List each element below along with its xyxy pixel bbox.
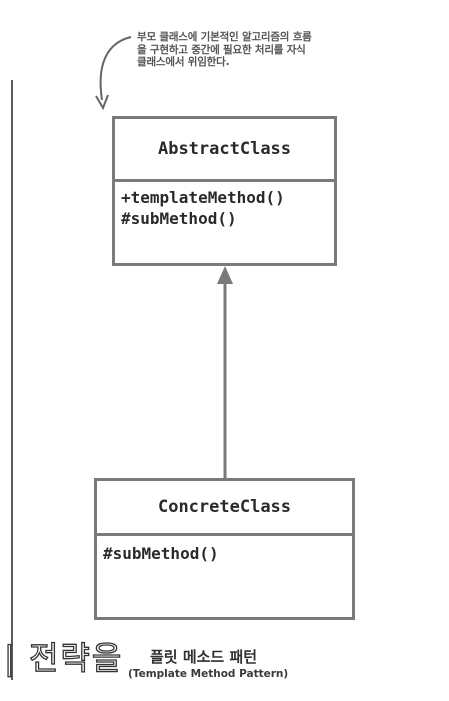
annotation-note: 부모 클래스에 기본적인 알고리즘의 흐름 을 구현하고 중간에 필요한 처리를… <box>137 31 407 69</box>
annotation-arrow <box>99 36 132 101</box>
caption-title: 플릿 메소드 패턴 <box>150 648 258 666</box>
abstract-class-methods: +templateMethod() #subMethod() <box>115 182 334 229</box>
caption-subtitle: (Template Method Pattern) <box>128 668 289 680</box>
concrete-class-methods: #subMethod() <box>97 536 352 564</box>
concrete-class-name: ConcreteClass <box>97 481 352 536</box>
abstract-class-box: AbstractClass +templateMethod() #subMeth… <box>112 116 337 266</box>
concrete-method-sub: #subMethod() <box>103 544 219 563</box>
annotation-line-1: 부모 클래스에 기본적인 알고리즘의 흐름 <box>137 31 312 43</box>
abstract-method-sub: #subMethod() <box>121 209 237 228</box>
figure-caption: 플릿 메소드 패턴 | 전략을 (Template Method Pattern… <box>0 632 449 692</box>
annotation-arrowhead <box>95 94 109 111</box>
left-margin-rule <box>11 80 13 680</box>
abstract-method-template: +templateMethod() <box>121 188 285 207</box>
abstract-class-name: AbstractClass <box>115 119 334 182</box>
inheritance-arrowhead <box>217 266 233 284</box>
concrete-class-box: ConcreteClass #subMethod() <box>94 478 355 620</box>
caption-overlay-text: | 전략을 <box>3 639 124 677</box>
annotation-line-3: 클래스에서 위임한다. <box>137 56 230 68</box>
annotation-line-2: 을 구현하고 중간에 필요한 처리를 자식 <box>137 43 306 56</box>
